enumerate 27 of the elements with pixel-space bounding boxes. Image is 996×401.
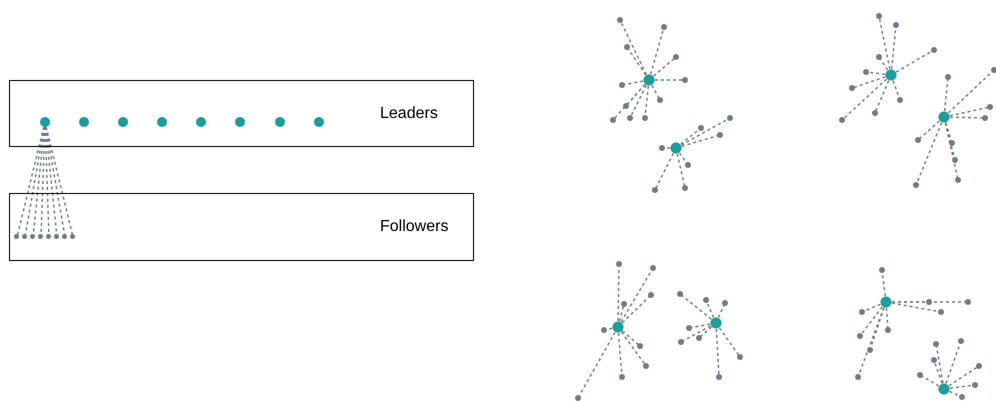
follower-dot (62, 234, 68, 240)
leader-dot (314, 116, 324, 126)
leader-dot (234, 116, 244, 126)
connector-line (32, 126, 46, 234)
group-label: Followers (380, 218, 448, 236)
connector-line (45, 126, 66, 235)
leader-dot (78, 116, 88, 126)
leader-dot (156, 116, 166, 126)
connector-line (40, 126, 46, 234)
connector-line (16, 126, 44, 235)
group-box (9, 80, 474, 147)
follower-dot (46, 234, 52, 240)
follower-dot (14, 234, 20, 240)
connector-line (46, 126, 74, 235)
leader-dot (118, 116, 128, 126)
follower-dot (70, 234, 76, 240)
group-box (9, 193, 474, 261)
leader-dot (40, 116, 50, 126)
leader-dot (196, 116, 206, 126)
follower-dot (38, 234, 44, 240)
leader-dot (274, 116, 284, 126)
follower-dot (54, 234, 60, 240)
connector-line (44, 126, 58, 234)
connector-line (24, 126, 45, 235)
follower-dot (30, 234, 36, 240)
group-label: Leaders (380, 104, 438, 122)
follower-dot (22, 234, 28, 240)
